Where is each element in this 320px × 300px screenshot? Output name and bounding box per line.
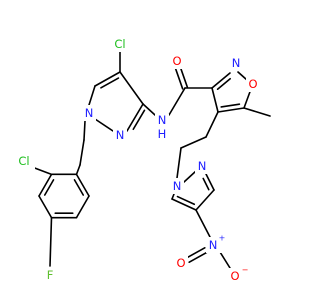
bond-pyr1-c3-c4 — [119, 71, 144, 105]
bond-n1-ch2 — [83, 120, 86, 141]
bond-ch2-phenyl — [79, 139, 85, 166]
oxygen-atom-nitro-down: O — [230, 269, 239, 283]
nitrogen-atom-pyrazole1-n2: N — [116, 128, 125, 142]
bond-phenyl-cl — [31, 166, 53, 176]
bond-isox-o1-c5 — [243, 88, 252, 109]
oxygen-atom-isoxazole: O — [248, 77, 257, 91]
bond-isox-methyl — [243, 107, 271, 117]
nitrogen-atom-pyrazole2-n2: N — [198, 159, 207, 173]
nitro-positive-charge: + — [219, 234, 226, 243]
bond-pyr1-n1-n2 — [94, 118, 114, 132]
oxygen-atom-nitro-left: O — [176, 256, 185, 270]
nitrogen-atom-pyrazole2-n1: N — [173, 179, 182, 193]
bond-ch2-pyr2 — [180, 136, 207, 149]
fluorine-atom: F — [47, 268, 54, 282]
bond-pyr2-c5-n1 — [171, 193, 175, 200]
bond-isox-c3-n2 — [211, 72, 231, 89]
bond-pyr2-n2-c3 — [205, 173, 215, 191]
nitro-negative-charge: − — [242, 266, 249, 275]
bond-c3-nh — [142, 103, 156, 116]
bond-pyr2-n2-c3-double — [202, 177, 210, 191]
bond-pyr2-c3-c4 — [195, 189, 215, 211]
bond-carbonyl-o — [174, 68, 184, 90]
molecule-canvas: Cl N N N H O N O Cl F — [13, 36, 271, 284]
bond-isox-ch2 — [205, 111, 219, 138]
bond-pyr1-n2-c3 — [126, 103, 144, 132]
hydrogen-atom-amide: H — [158, 127, 167, 141]
oxygen-atom-carbonyl: O — [172, 54, 181, 68]
bond-phenyl-4 — [75, 195, 90, 219]
bond-phenyl-5 — [75, 173, 90, 197]
nitrogen-atom-amide: N — [158, 113, 167, 127]
nitrogen-atom-pyrazole1-n1: N — [85, 106, 94, 120]
molecule-structure: Cl N N N H O N O Cl F — [13, 36, 271, 284]
bonds-layer — [31, 51, 271, 269]
bond-pyr2-c4-c5 — [171, 198, 197, 211]
bond-ch2-n1 — [176, 147, 182, 179]
bond-phenyl-inner-3 — [73, 179, 85, 196]
bond-phenyl-2 — [38, 195, 53, 219]
chlorine-atom-phenyl: Cl — [18, 154, 29, 168]
bond-nitro-o-minus — [219, 251, 231, 269]
bond-c4-nitro — [195, 209, 211, 238]
bond-nh-carbonyl — [168, 87, 186, 116]
bond-phenyl-1 — [38, 173, 53, 197]
bond-pyr2-c4-c5-double — [176, 195, 196, 206]
bond-nitro-o-double — [185, 247, 206, 259]
labels-layer: Cl N N N H O N O Cl F — [13, 36, 260, 284]
bond-pyr2-n1-n2 — [183, 170, 197, 183]
bond-isox-c3-n2-double — [216, 77, 231, 91]
bond-pyr1-c5-n1 — [88, 85, 96, 106]
bond-isox-c5-c4 — [217, 107, 245, 113]
bond-isox-c4-c3 — [211, 87, 219, 113]
nitrogen-atom-isoxazole: N — [232, 56, 241, 70]
bond-phenyl-inner-1 — [43, 179, 55, 196]
bond-pyr1-c4-c5 — [94, 71, 121, 87]
bond-ch2-ring — [75, 164, 81, 176]
nitrogen-atom-nitro: N — [209, 238, 218, 252]
bond-isox-c5-c4-double — [220, 103, 241, 108]
bond-nitro-o-double — [188, 251, 209, 263]
bond-isox-n2-o1 — [237, 71, 248, 81]
bond-pyr1-c4-c5-double — [100, 77, 120, 89]
bond-pyr1-n2-c3-double — [132, 109, 146, 131]
bond-carbonyl-o — [179, 66, 189, 88]
bond-phenyl-f — [49, 216, 53, 267]
chlorine-atom-top: Cl — [114, 37, 125, 51]
